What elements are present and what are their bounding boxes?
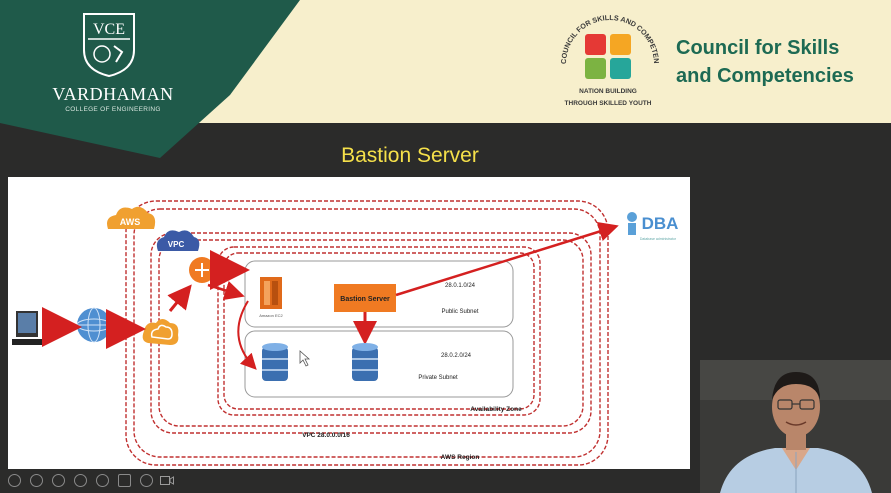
bastion-server-box[interactable] xyxy=(334,284,396,312)
bastion-server-label: Bastion Server xyxy=(340,296,390,303)
arrow-ec2-to-db xyxy=(237,300,257,370)
arrow-gateway-to-router xyxy=(167,284,192,312)
dba-sub: Database administrator xyxy=(640,237,677,241)
aws-label: AWS xyxy=(120,217,141,227)
vpc-boundary xyxy=(150,232,592,434)
dba-icon: DBA Database administrator xyxy=(627,212,678,241)
college-name: VARDHAMAN xyxy=(52,84,174,104)
arrow-router-to-ec2 xyxy=(207,280,245,301)
mouse-cursor-icon xyxy=(299,350,311,367)
internet-globe-icon xyxy=(76,307,112,343)
slide-title: Bastion Server xyxy=(341,144,479,167)
client-computer-icon xyxy=(12,311,42,345)
eraser-icon[interactable] xyxy=(74,474,87,487)
college-subtitle: COLLEGE OF ENGINEERING xyxy=(65,106,161,113)
vce-shield-icon: VCE xyxy=(83,13,135,78)
aws-cloud-icon xyxy=(107,206,156,229)
vpc-cloud-icon xyxy=(156,230,200,251)
availability-zone-label: Availability Zone xyxy=(470,406,522,413)
database-right-icon xyxy=(352,343,378,381)
private-subnet-label: Private Subnet xyxy=(418,375,458,381)
availability-zone-boundary xyxy=(217,246,541,416)
council-name-line1: Council for Skills xyxy=(676,37,840,59)
arrow-bastion-to-dba xyxy=(395,221,619,297)
council-name: Council for Skills and Competencies xyxy=(676,34,886,90)
presentation-toolbar xyxy=(0,470,700,493)
public-cidr: 28.0.1.0/24 xyxy=(445,283,476,289)
public-subnet xyxy=(244,260,514,328)
council-ring-bottom-2: THROUGH SKILLED YOUTH xyxy=(565,100,652,107)
camera-icon[interactable] xyxy=(160,475,174,486)
pen-icon[interactable] xyxy=(52,474,65,487)
council-name-line2: and Competencies xyxy=(676,65,854,87)
private-cidr: 28.0.2.0/24 xyxy=(441,353,472,359)
database-left-icon xyxy=(262,343,288,381)
public-subnet-label: Public Subnet xyxy=(441,309,478,315)
vpc-cidr-label: VPC 28.0.0.0/16 xyxy=(302,432,350,439)
zoom-icon[interactable] xyxy=(96,474,109,487)
internet-gateway-icon xyxy=(142,319,179,345)
bastion-diagram: AWS VPC Amazon EC2 Bastion Server 28.0 xyxy=(8,177,690,469)
router-icon xyxy=(189,257,215,283)
amazon-ec2-icon xyxy=(260,277,282,309)
speaker-video xyxy=(700,360,891,493)
back-icon[interactable] xyxy=(8,474,21,487)
council-ring-top: COUNCIL FOR SKILLS AND COMPETENCIES xyxy=(548,2,661,64)
svg-text:COUNCIL FOR SKILLS AND COMPETE: COUNCIL FOR SKILLS AND COMPETENCIES xyxy=(548,2,661,64)
council-logo: COUNCIL FOR SKILLS AND COMPETENCIES NATI… xyxy=(548,2,661,107)
vce-logo-text: VCE xyxy=(93,21,125,38)
council-ring-bottom-1: NATION BUILDING xyxy=(579,88,637,95)
vpc-label: VPC xyxy=(168,240,185,249)
aws-region-label: AWS Region xyxy=(441,454,480,461)
dba-label: DBA xyxy=(642,214,679,233)
more-icon[interactable] xyxy=(140,474,153,487)
slides-icon[interactable] xyxy=(118,474,131,487)
amazon-ec2-label: Amazon EC2 xyxy=(259,313,283,318)
play-icon[interactable] xyxy=(30,474,43,487)
